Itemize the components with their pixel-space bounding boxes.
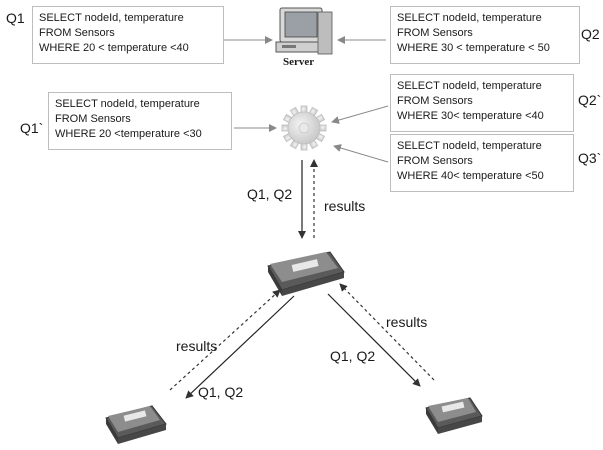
q2-prime-line-2: FROM Sensors — [397, 95, 473, 107]
q3-prime-query-box: SELECT nodeId, temperature FROM Sensors … — [390, 134, 574, 192]
q1-prime-line-2: FROM Sensors — [55, 113, 131, 125]
q2-prime-to-gear-arrow — [331, 105, 389, 124]
q2-query-box: SELECT nodeId, temperature FROM Sensors … — [390, 6, 580, 64]
top-results-label: results — [324, 198, 366, 214]
q2-line-1: SELECT nodeId, temperature — [397, 12, 542, 24]
q2-prime-line-3: WHERE 30< temperature <40 — [397, 110, 544, 122]
q3-prime-line-3: WHERE 40< temperature <50 — [397, 170, 544, 182]
q1-label: Q1 — [6, 10, 25, 26]
q3-prime-to-gear-arrow — [333, 144, 389, 163]
sensor-node-root-icon — [267, 251, 345, 296]
q1-line-2: FROM Sensors — [39, 27, 115, 39]
gear-icon — [281, 105, 327, 151]
q2-line-2: FROM Sensors — [397, 27, 473, 39]
left-queries-label: Q1, Q2 — [198, 384, 244, 400]
q1-query-box: SELECT nodeId, temperature FROM Sensors … — [32, 6, 224, 64]
q1-prime-line-1: SELECT nodeId, temperature — [55, 98, 200, 110]
left-queries-arrow — [185, 295, 295, 399]
left-results-label: results — [176, 338, 218, 354]
right-queries-label: Q1, Q2 — [330, 348, 376, 364]
top-queries-label: Q1, Q2 — [247, 186, 293, 202]
q2-label: Q2 — [581, 26, 600, 42]
right-results-arrow — [339, 283, 435, 381]
q2-line-3: WHERE 30 < temperature < 50 — [397, 42, 550, 54]
q3-prime-label: Q3` — [578, 150, 602, 166]
q1-prime-query-box: SELECT nodeId, temperature FROM Sensors … — [48, 92, 232, 150]
q1-prime-label: Q1` — [20, 120, 44, 136]
q1-prime-line-3: WHERE 20 <temperature <30 — [55, 128, 202, 140]
q3-prime-line-1: SELECT nodeId, temperature — [397, 140, 542, 152]
left-results-arrow — [169, 289, 281, 391]
q2-prime-line-1: SELECT nodeId, temperature — [397, 80, 542, 92]
q2-prime-label: Q2` — [578, 92, 602, 108]
right-queries-arrow — [327, 293, 421, 387]
sensor-node-left-icon — [105, 405, 167, 444]
q3-prime-line-2: FROM Sensors — [397, 155, 473, 167]
q2-prime-query-box: SELECT nodeId, temperature FROM Sensors … — [390, 74, 574, 132]
q1-line-3: WHERE 20 < temperature <40 — [39, 42, 189, 54]
sensor-node-right-icon — [425, 397, 483, 434]
right-results-label: results — [386, 314, 428, 330]
server-icon — [275, 7, 333, 55]
server-label: Server — [283, 56, 315, 68]
q1-line-1: SELECT nodeId, temperature — [39, 12, 184, 24]
